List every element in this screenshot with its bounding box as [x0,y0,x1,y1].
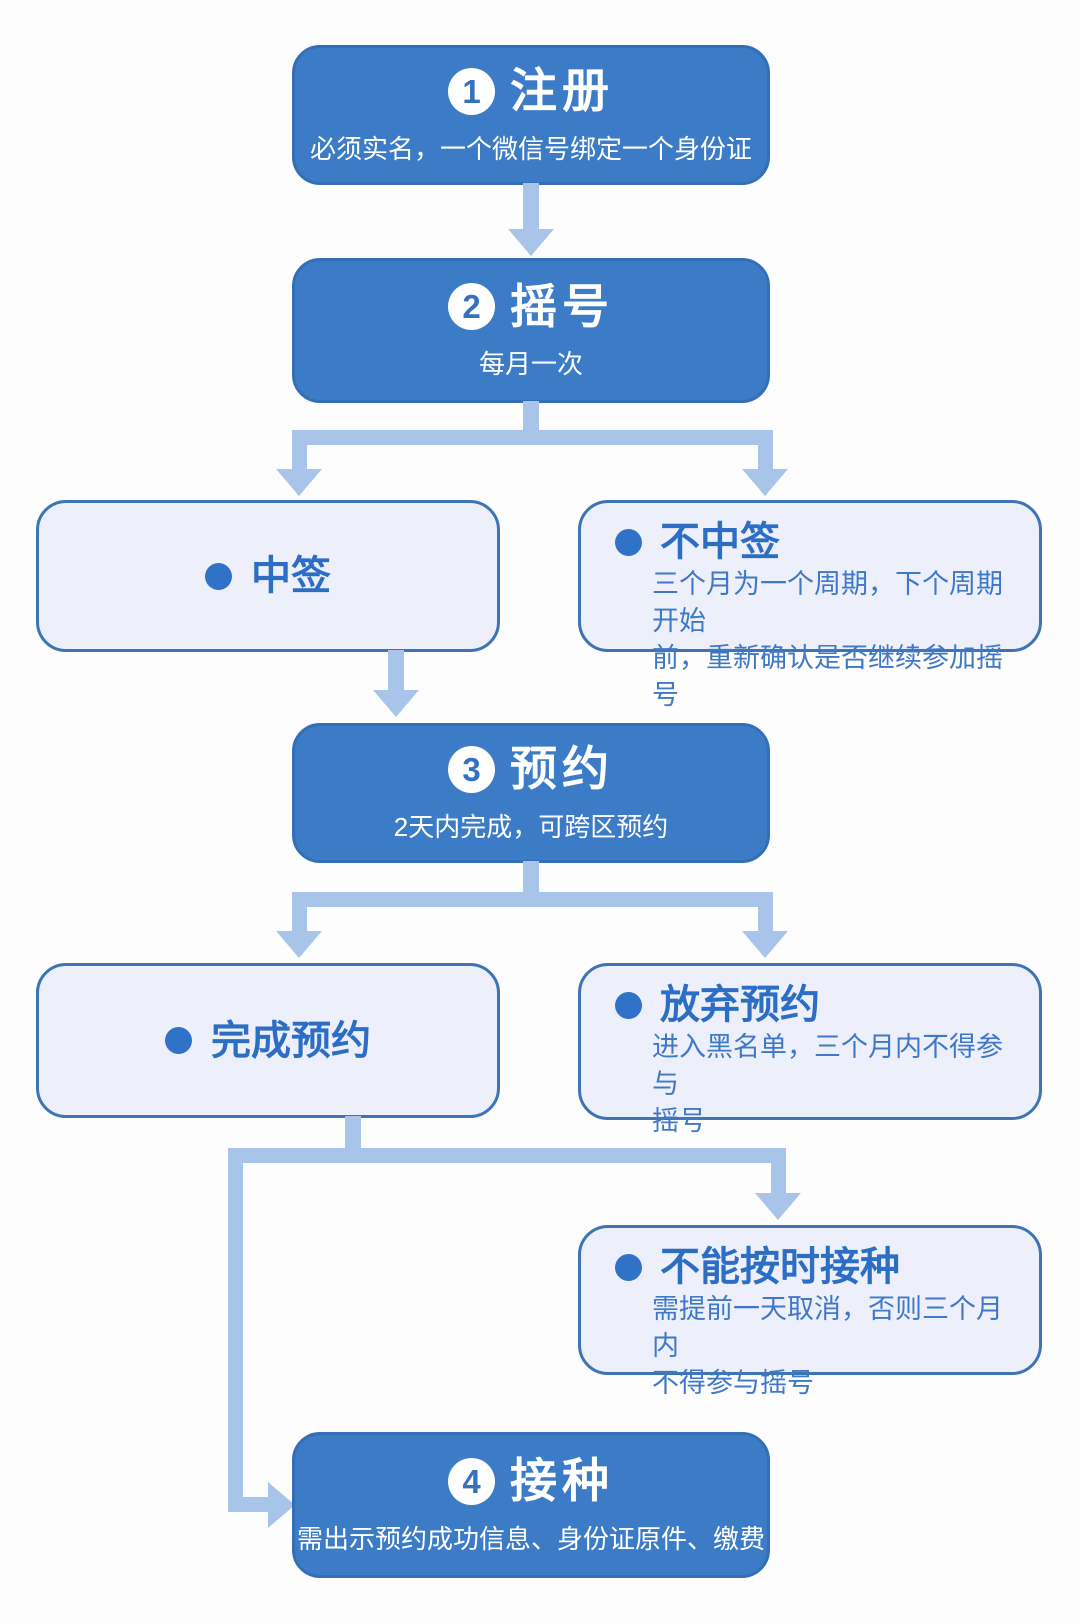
step-1-number-badge: 1 [448,67,495,115]
step-1-subtitle: 必须实名，一个微信号绑定一个身份证 [309,133,752,164]
step-4-subtitle: 需出示预约成功信息、身份证原件、缴费 [296,1523,765,1554]
connector-line [292,443,307,471]
outcome-title-row: 不能按时接种 [615,1243,1019,1291]
arrow-down-icon [742,931,788,958]
connector-line [771,1161,786,1195]
outcome-title-row: 放弃预约 [615,981,1019,1029]
arrow-down-icon [742,469,788,496]
step-3-subtitle: 2天内完成，可跨区预约 [393,811,669,842]
connector-line [228,1161,243,1512]
outcome-abandon-line: 进入黑名单，三个月内不得参与 [652,1032,1003,1099]
outcome-missed-line: 需提前一天取消，否则三个月内 [652,1294,1003,1361]
step-title-row: 4 接种 [448,1454,614,1508]
outcome-missed-line: 不得参与摇号 [652,1368,814,1398]
step-box-appointment: 3 预约 2天内完成，可跨区预约 [292,723,770,863]
outcome-missed-title: 不能按时接种 [660,1245,900,1289]
outcome-box-abandon: 放弃预约 进入黑名单，三个月内不得参与 摇号 [578,963,1042,1136]
connector-line [523,183,539,231]
connector-line [345,1116,361,1152]
bullet-dot-icon [205,562,232,590]
bullet-dot-icon [615,528,642,556]
step-2-title: 摇号 [510,279,614,333]
step-4-number-badge: 4 [448,1457,495,1505]
connector-line [292,905,307,933]
outcome-box-missed: 不能按时接种 需提前一天取消，否则三个月内 不得参与摇号 [578,1225,1042,1398]
outcome-lose-line: 前，重新确认是否继续参加摇号 [652,643,1003,710]
outcome-lose-line: 三个月为一个周期，下个周期开始 [652,569,1003,636]
connector-line [292,892,773,907]
outcome-win-title: 中签 [251,554,331,598]
arrow-down-icon [276,931,322,958]
connector-line [228,1148,786,1163]
outcome-box-booked: 完成预约 [36,963,500,1118]
outcome-box-win: 中签 [36,500,500,652]
step-box-register: 1 注册 必须实名，一个微信号绑定一个身份证 [292,45,770,185]
connector-line [523,401,539,432]
step-2-number-badge: 2 [448,283,495,331]
arrow-down-icon [373,690,419,717]
step-title-row: 3 预约 [448,742,614,796]
arrow-down-icon [508,229,554,256]
arrow-down-icon [755,1193,801,1220]
connector-line [758,905,773,933]
outcome-title-row: 不中签 [615,518,1019,566]
step-2-subtitle: 每月一次 [478,349,583,380]
bullet-dot-icon [165,1027,192,1054]
bullet-dot-icon [615,1253,642,1281]
step-3-title: 预约 [510,742,614,796]
step-box-vaccinate: 4 接种 需出示预约成功信息、身份证原件、缴费 [292,1432,770,1578]
outcome-abandon-title: 放弃预约 [660,983,820,1027]
connector-line [292,430,773,445]
connector-line [228,1497,270,1512]
connector-line [523,861,539,894]
arrow-down-icon [276,469,322,496]
arrow-right-icon [268,1482,295,1528]
step-box-lottery: 2 摇号 每月一次 [292,258,770,403]
outcome-abandon-line: 摇号 [652,1106,706,1136]
outcome-lose-title: 不中签 [660,520,780,564]
step-4-title: 接种 [510,1454,614,1508]
step-3-number-badge: 3 [448,745,495,793]
connector-line [758,443,773,471]
bullet-dot-icon [615,991,642,1019]
outcome-booked-title: 完成预约 [211,1018,371,1063]
step-1-title: 注册 [510,64,614,118]
outcome-box-lose: 不中签 三个月为一个周期，下个周期开始 前，重新确认是否继续参加摇号 [578,500,1042,710]
connector-line [388,650,404,692]
step-title-row: 1 注册 [448,64,614,118]
step-title-row: 2 摇号 [448,280,614,334]
